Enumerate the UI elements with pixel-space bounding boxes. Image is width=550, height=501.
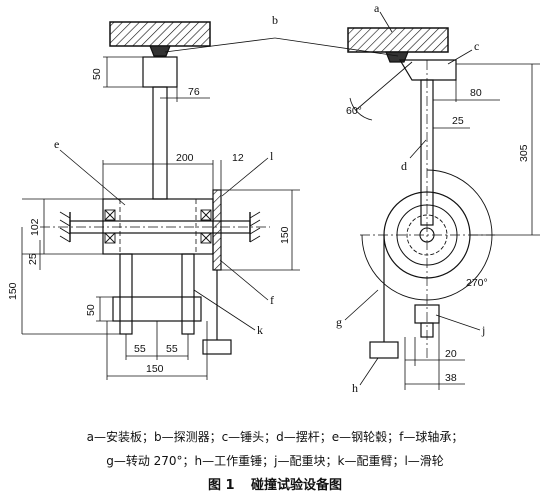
working-weight-right <box>369 341 399 359</box>
pendulum-rod-left <box>152 86 168 200</box>
dim-200: 200 <box>176 152 194 164</box>
figure-number: 图 1 <box>207 478 235 493</box>
dim-80: 80 <box>470 87 482 99</box>
pulley-left <box>212 189 222 271</box>
angle-270: 270° <box>466 277 488 289</box>
label-e: e <box>54 137 59 151</box>
hammer-head-left <box>142 56 178 88</box>
counterweight-arm-1 <box>119 253 133 335</box>
dim-38: 38 <box>445 372 457 384</box>
working-weight-left <box>202 339 232 355</box>
figure-title: 碰撞试验设备图 <box>251 478 343 493</box>
dim-20: 20 <box>445 348 457 360</box>
dim-150-left: 150 <box>7 282 19 300</box>
mounting-plate-left <box>109 21 211 47</box>
dim-55-a: 55 <box>134 343 146 355</box>
dim-50-bottom: 50 <box>85 304 97 316</box>
mounting-plate-right <box>347 27 449 53</box>
dim-150-right: 150 <box>279 226 291 244</box>
dim-55-b: 55 <box>166 343 178 355</box>
label-k: k <box>257 323 263 337</box>
counterweight-left <box>112 296 202 322</box>
label-d: d <box>401 159 407 173</box>
dim-25-right: 25 <box>452 115 464 127</box>
hammer-head-right <box>398 59 457 81</box>
label-h: h <box>352 381 358 395</box>
dim-25-left: 25 <box>27 253 39 265</box>
label-c: c <box>474 39 479 53</box>
figure-caption: 图 1 碰撞试验设备图 <box>0 474 550 493</box>
counterweight-arm-2 <box>181 253 195 335</box>
dim-102: 102 <box>29 218 41 236</box>
legend-line-1: a—安装板；b—探测器；c—锤头；d—摆杆；e—钢轮毂；f—球轴承； <box>86 430 464 444</box>
label-l: l <box>270 149 274 163</box>
label-a: a <box>374 1 380 15</box>
dim-150-bottom: 150 <box>146 363 164 375</box>
rotation-arc <box>361 169 493 301</box>
label-f: f <box>270 293 274 307</box>
dim-12: 12 <box>232 152 244 164</box>
dim-76: 76 <box>188 86 200 98</box>
label-j: j <box>481 323 485 337</box>
legend-line-2: g—转动 270°；h—工作重锤；j—配重块；k—配重臂；l—滑轮 <box>106 454 444 468</box>
steel-hub-left <box>102 198 214 255</box>
detector-left <box>149 45 171 57</box>
dim-305: 305 <box>518 144 530 162</box>
angle-60: 60° <box>346 105 362 117</box>
label-g: g <box>336 315 342 329</box>
test-equipment-drawing: a b c d e l f k g h j 50 76 200 12 102 2… <box>7 1 540 395</box>
label-b: b <box>272 13 278 27</box>
dim-50-top: 50 <box>91 68 103 80</box>
